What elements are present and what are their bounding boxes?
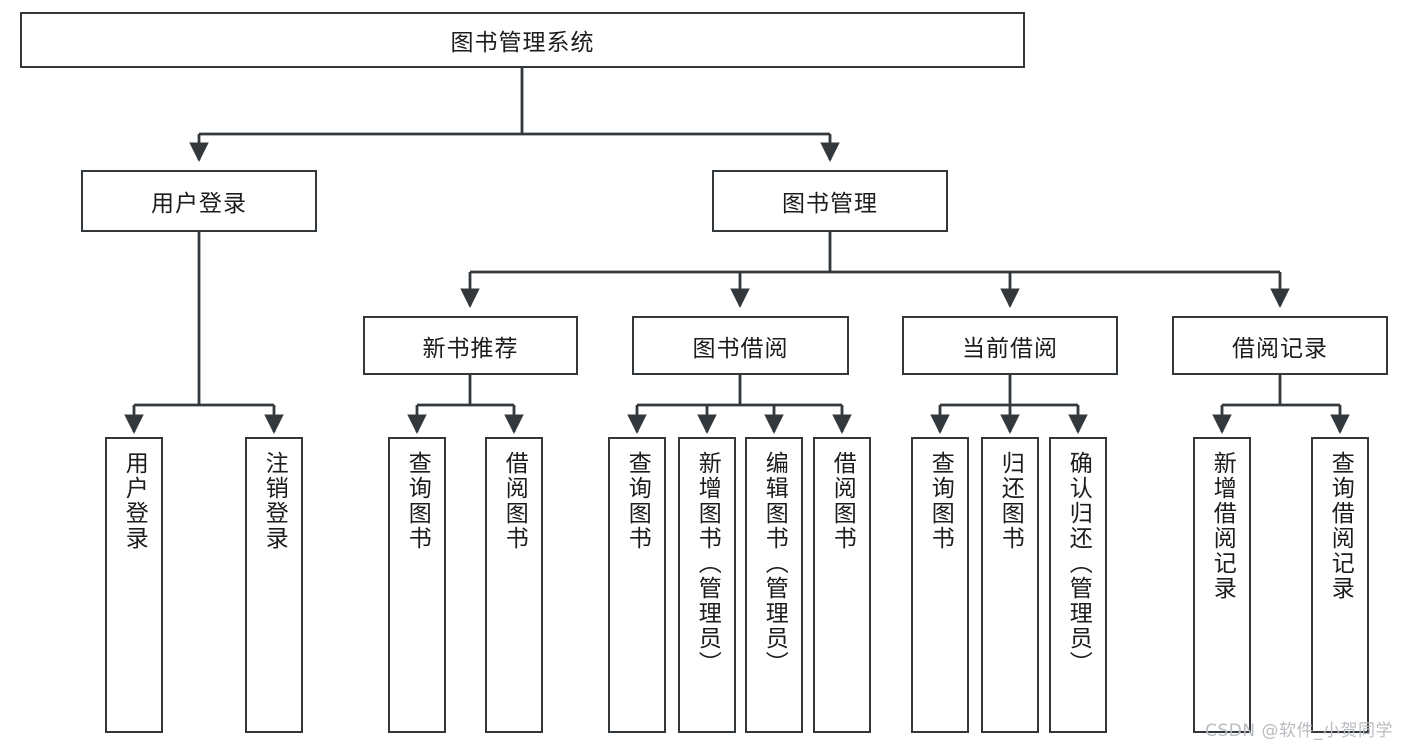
leaf-borrow-book-1[interactable]: 借阅图书 <box>485 437 543 733</box>
node-borrow-record-label: 借阅记录 <box>1232 335 1328 362</box>
leaf-query-book-1[interactable]: 查询图书 <box>388 437 446 733</box>
node-user-login-label: 用户登录 <box>151 191 247 217</box>
leaf-query-book-1-label: 查询图书 <box>404 451 431 551</box>
node-root-label: 图书管理系统 <box>450 30 595 56</box>
leaf-user-login[interactable]: 用户登录 <box>105 437 163 733</box>
leaf-edit-book-label: 编辑图书（管理员） <box>761 451 788 676</box>
node-new-book-recommend[interactable]: 新书推荐 <box>363 316 578 375</box>
leaf-query-book-3-label: 查询图书 <box>927 451 954 551</box>
leaf-logout-label: 注销登录 <box>261 451 288 551</box>
csdn-watermark: CSDN @软件_小贺同学 <box>1205 721 1393 741</box>
node-book-manage-label: 图书管理 <box>782 191 878 217</box>
leaf-query-book-2-label: 查询图书 <box>624 451 651 551</box>
leaf-edit-book[interactable]: 编辑图书（管理员） <box>745 437 803 733</box>
node-book-borrow-label: 图书借阅 <box>692 335 789 362</box>
leaf-query-record-label: 查询借阅记录 <box>1327 451 1354 601</box>
leaf-query-record[interactable]: 查询借阅记录 <box>1311 437 1369 733</box>
leaf-user-login-label: 用户登录 <box>121 451 148 551</box>
node-new-book-recommend-label: 新书推荐 <box>422 335 519 362</box>
leaf-return-book[interactable]: 归还图书 <box>981 437 1039 733</box>
node-current-borrow-label: 当前借阅 <box>962 335 1058 362</box>
leaf-add-book-label: 新增图书（管理员） <box>694 451 721 676</box>
leaf-borrow-book-1-label: 借阅图书 <box>501 451 528 551</box>
leaf-add-book[interactable]: 新增图书（管理员） <box>678 437 736 733</box>
node-user-login[interactable]: 用户登录 <box>81 170 317 232</box>
leaf-logout[interactable]: 注销登录 <box>245 437 303 733</box>
leaf-borrow-book-2-label: 借阅图书 <box>829 451 856 551</box>
leaf-borrow-book-2[interactable]: 借阅图书 <box>813 437 871 733</box>
node-borrow-record[interactable]: 借阅记录 <box>1172 316 1388 375</box>
node-current-borrow[interactable]: 当前借阅 <box>902 316 1118 375</box>
leaf-confirm-return[interactable]: 确认归还（管理员） <box>1049 437 1107 733</box>
leaf-add-record[interactable]: 新增借阅记录 <box>1193 437 1251 733</box>
leaf-add-record-label: 新增借阅记录 <box>1209 451 1236 601</box>
leaf-query-book-3[interactable]: 查询图书 <box>911 437 969 733</box>
node-book-manage[interactable]: 图书管理 <box>712 170 948 232</box>
node-book-borrow[interactable]: 图书借阅 <box>632 316 849 375</box>
node-root[interactable]: 图书管理系统 <box>20 12 1025 68</box>
leaf-query-book-2[interactable]: 查询图书 <box>608 437 666 733</box>
leaf-return-book-label: 归还图书 <box>997 451 1024 551</box>
leaf-confirm-return-label: 确认归还（管理员） <box>1065 451 1092 676</box>
